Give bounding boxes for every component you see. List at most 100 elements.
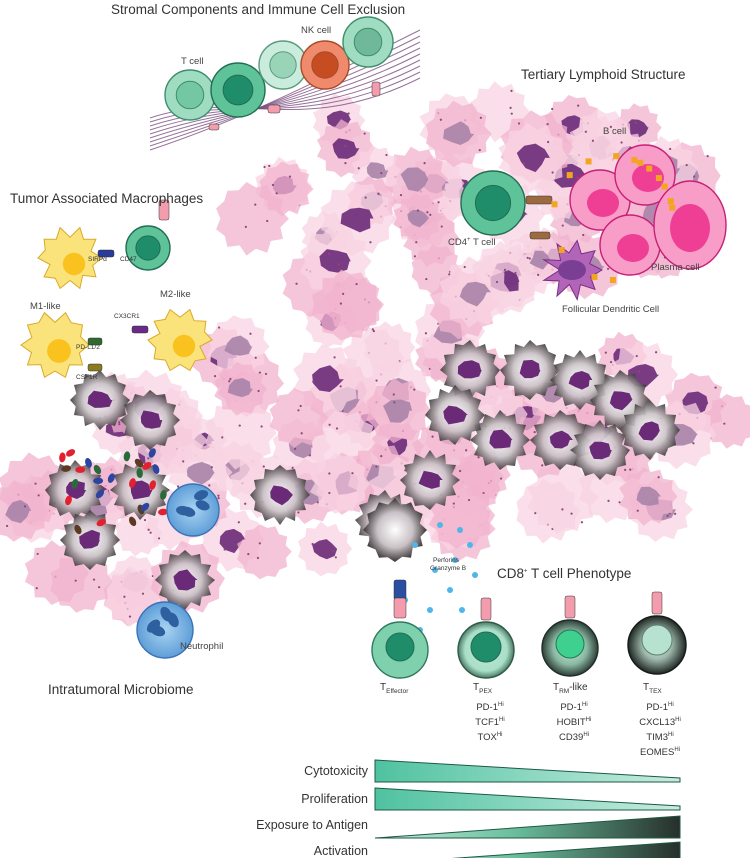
stromal-title: Stromal Components and Immune Cell Exclu… — [111, 2, 406, 17]
marker-line: EOMESHi — [640, 747, 680, 759]
tumor-cell-granule — [182, 460, 185, 463]
tumor-cell-granule — [244, 502, 247, 505]
bacterium — [61, 465, 72, 472]
neutrophil-lobe — [194, 490, 209, 501]
tumor-cell-nucleus — [332, 138, 360, 159]
granzyme-label: Granzyme B — [430, 565, 467, 572]
bacterium — [136, 468, 143, 479]
neutrophil — [136, 601, 194, 659]
tumor-cell-granule — [223, 548, 226, 551]
tumor-cell-granule — [607, 499, 610, 502]
tcr-receptor — [158, 199, 170, 221]
bacterium — [128, 516, 137, 527]
gradient-label-proliferation: Proliferation — [301, 792, 368, 806]
tumor-cell-granule — [459, 469, 462, 473]
tumor-cell-granule — [399, 193, 403, 197]
tumor-cell-granule — [262, 465, 265, 468]
tumor-cell-granule — [342, 292, 345, 295]
plasma-cell-label: Plasma cell — [651, 262, 700, 273]
bacterium — [158, 508, 169, 516]
tumor-cell-granule — [141, 592, 145, 595]
dying-tumor-nucleus — [130, 480, 153, 500]
tumor-cell-nucleus — [383, 399, 413, 423]
bacterium — [75, 466, 86, 473]
dying-tumor-nucleus — [79, 529, 100, 549]
tumor-cell-granule — [654, 351, 658, 354]
tcr-receptor — [208, 123, 220, 131]
tumor-cell-granule — [375, 465, 378, 468]
b-cell-nucleus — [632, 164, 664, 192]
tumor-cell-granule — [334, 556, 337, 559]
microbiome-title: Intratumoral Microbiome — [48, 682, 194, 697]
immune-cells — [20, 16, 727, 679]
perforin-granule — [459, 607, 465, 613]
perforin-granule — [452, 557, 458, 563]
tumor-cell-body — [269, 388, 329, 448]
bacterium — [74, 524, 82, 535]
tumor-cell-granule — [463, 265, 466, 269]
dying-tumor-nucleus — [173, 569, 198, 591]
effector-tcr — [393, 579, 407, 601]
tumor-cell-granule — [582, 233, 585, 237]
fdc-nucleus — [558, 260, 586, 280]
tumor-cell-granule — [213, 374, 217, 378]
tumor-cell-granule — [328, 423, 331, 426]
tumor-cell-granule — [74, 579, 77, 582]
macrophage-m2-nucleus — [172, 334, 196, 358]
tumor-cell-nucleus — [312, 365, 344, 392]
perforin-granule — [427, 607, 433, 613]
tumor-cell-granule — [534, 512, 537, 515]
tumor-cell-granule — [291, 466, 294, 469]
tumor-cell-granule — [249, 332, 252, 335]
tumor-cell-granule — [606, 267, 610, 270]
tumor-cell-granule — [618, 501, 621, 504]
bacterium — [129, 478, 136, 488]
tumor-cell-granule — [339, 302, 342, 305]
tumor-cell-nucleus — [529, 250, 553, 270]
tumor-cell-granule — [576, 176, 579, 179]
tumor-cell-granule — [448, 273, 451, 276]
fdc-label: Follicular Dendritic Cell — [562, 304, 660, 315]
tumor-cell-granule — [300, 432, 303, 435]
tumor-cell-granule — [692, 442, 695, 445]
tumor-cell-granule — [351, 472, 354, 475]
tumor-cell-granule — [693, 175, 696, 178]
tumor-cell-nucleus — [459, 281, 491, 307]
tumor-cell-body — [205, 397, 277, 470]
dying-tumor-nucleus — [589, 441, 612, 460]
tumor-cell-granule — [299, 404, 302, 408]
bacterium — [134, 458, 144, 468]
tumor-cell-granule — [308, 454, 311, 457]
b-cell-nucleus — [617, 234, 649, 262]
antibody — [661, 183, 668, 190]
tumor-cell-granule — [635, 354, 638, 358]
tumor-cell-granule — [495, 280, 499, 284]
tumor-cell-granule — [424, 332, 428, 335]
t-rm-name: TRM-like — [553, 682, 588, 695]
tumor-cell-granule — [23, 505, 27, 508]
bacterium — [152, 464, 160, 474]
tumor-cell-granule — [143, 518, 147, 522]
tumor-cell-granule — [372, 329, 375, 333]
t-tex-name: TTEX — [643, 682, 662, 695]
dying-tumor-nucleus — [443, 405, 468, 425]
tumor-cell-granule — [217, 494, 220, 497]
marker-line: PD-1Hi — [646, 702, 674, 714]
cd8-phenotype-title: CD8+ T cell Phenotype — [497, 566, 632, 581]
gradient-label-activation: Activation — [313, 844, 368, 858]
antibody — [646, 165, 653, 172]
tumor-cell-granule — [238, 424, 241, 427]
perforins-label: Perforins — [433, 557, 460, 564]
tumor-cell-granule — [34, 482, 37, 485]
tumor-cell-nucleus — [319, 249, 351, 273]
tumor-cell-granule — [526, 256, 529, 259]
marker-line: PD-1Hi — [560, 702, 588, 714]
ttex-tcr — [651, 591, 663, 615]
m1-like-label: M1-like — [30, 301, 61, 312]
perforin-granule — [457, 527, 463, 533]
bacterium — [93, 464, 102, 475]
tumor-cell-granule — [706, 155, 709, 158]
csf1r-receptor — [87, 363, 103, 372]
tumor-cell-granule — [509, 106, 512, 109]
marker-line: TOXHi — [477, 732, 503, 744]
